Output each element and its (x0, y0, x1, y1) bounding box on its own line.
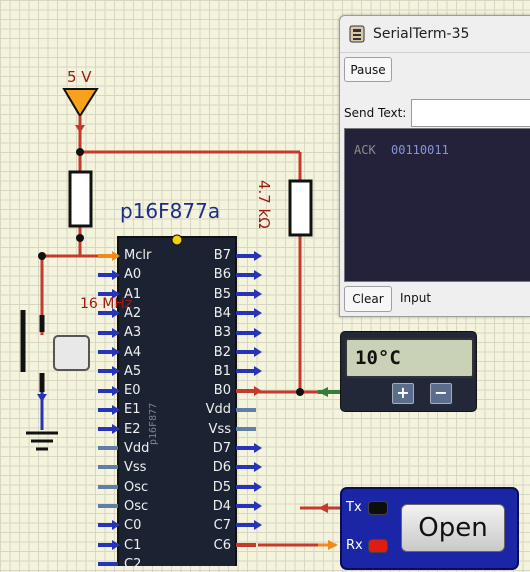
temperature-sensor: 10°C + − (340, 331, 477, 412)
chip-pin-label: Vss (208, 421, 231, 437)
send-text-label: Send Text: (344, 106, 407, 120)
temperature-display: 10°C (345, 338, 474, 378)
tx-label: Tx (346, 500, 362, 515)
rx-led (368, 539, 388, 553)
chip-pin-label: Osc (124, 498, 149, 514)
rx-arrow (328, 540, 338, 550)
output-prefix: ACK (354, 143, 376, 157)
chip-pin-label: D4 (212, 498, 231, 514)
terminal-output: ACK 00110011 (344, 128, 530, 282)
chip-pin-label: D5 (212, 479, 231, 495)
chip-pin-label: B6 (213, 267, 231, 283)
chip-pin-label: E1 (124, 402, 141, 418)
chip-pin-label: A3 (124, 325, 142, 341)
resistor-label: 4.7 kΩ (255, 180, 273, 229)
send-text-input[interactable] (411, 99, 530, 127)
chip-pin-label: Vdd (205, 402, 231, 418)
output-value: 00110011 (391, 143, 449, 157)
junction-dots (38, 148, 304, 396)
left-pin-arrows (112, 251, 120, 550)
chip-pin-label: C6 (213, 537, 231, 553)
right-pin-stubs (236, 254, 256, 547)
power-supply-icon[interactable] (62, 88, 99, 133)
chip-body[interactable] (117, 236, 237, 566)
chip-pin-label: B0 (213, 383, 231, 399)
serial-terminal-window: SerialTerm-35 Pause Send Text: ACK 00110… (339, 15, 530, 317)
pause-button[interactable]: Pause (344, 57, 392, 82)
supply-label: 5 V (67, 68, 92, 86)
chip-pin-label: B7 (213, 248, 231, 263)
serial-port-widget: Tx Rx Open (340, 487, 519, 570)
chip-pin-label: A4 (124, 344, 142, 360)
ground-icon (26, 431, 58, 451)
chip-pin-label: B4 (213, 305, 231, 321)
clock-label: 16 MHz (80, 296, 133, 312)
push-button[interactable] (20, 310, 90, 430)
sensor-arrow (318, 387, 328, 397)
chip-pin-label: C2 (124, 556, 142, 572)
chip-pin-label: C7 (213, 518, 231, 534)
chip-pin-label: B5 (213, 286, 231, 302)
chip-pin-label: A1 (124, 286, 142, 302)
chip-pin-label: B3 (213, 325, 231, 341)
terminal-title: SerialTerm-35 (373, 26, 470, 42)
tx-led (368, 501, 388, 515)
terminal-titlebar[interactable]: SerialTerm-35 (340, 16, 530, 53)
open-port-button[interactable]: Open (401, 504, 505, 552)
clear-button[interactable]: Clear (344, 286, 392, 312)
chip-pin-label: D7 (212, 441, 231, 456)
chip-pin-label: A0 (124, 267, 142, 283)
chip-pin-label: C0 (124, 518, 142, 534)
chip-pin-label: A5 (124, 363, 142, 379)
chip-pin-label: B2 (213, 344, 231, 360)
resistor-4k7[interactable] (288, 179, 313, 237)
chip-pin-label: B1 (213, 363, 231, 379)
chip-pin-label: Vss (124, 460, 147, 476)
terminal-app-icon (349, 25, 365, 43)
chip-pin-label: Osc (124, 479, 149, 495)
rx-label: Rx (346, 538, 363, 553)
temperature-value: 10°C (355, 347, 401, 369)
chip-pin1-dot (171, 234, 183, 246)
chip-pin-label: E0 (124, 383, 141, 399)
right-pin-arrows (254, 251, 262, 530)
chip-pin-label: Vdd (124, 441, 150, 456)
chip-body-text: p16F877 (148, 402, 159, 445)
input-label: Input (400, 291, 432, 305)
chip-pin-label: D6 (212, 460, 231, 476)
chip-name-label: p16F877a (120, 199, 221, 223)
decrease-temp-button[interactable]: − (430, 383, 452, 404)
chip-pin-label: A2 (124, 305, 142, 321)
pullup-resistor[interactable] (68, 170, 93, 228)
chip-pin-label: Mclr (124, 248, 152, 263)
increase-temp-button[interactable]: + (392, 383, 414, 404)
chip-pin-label: E2 (124, 421, 141, 437)
wire-net (40, 125, 330, 547)
chip-pin-label: C1 (124, 537, 142, 553)
